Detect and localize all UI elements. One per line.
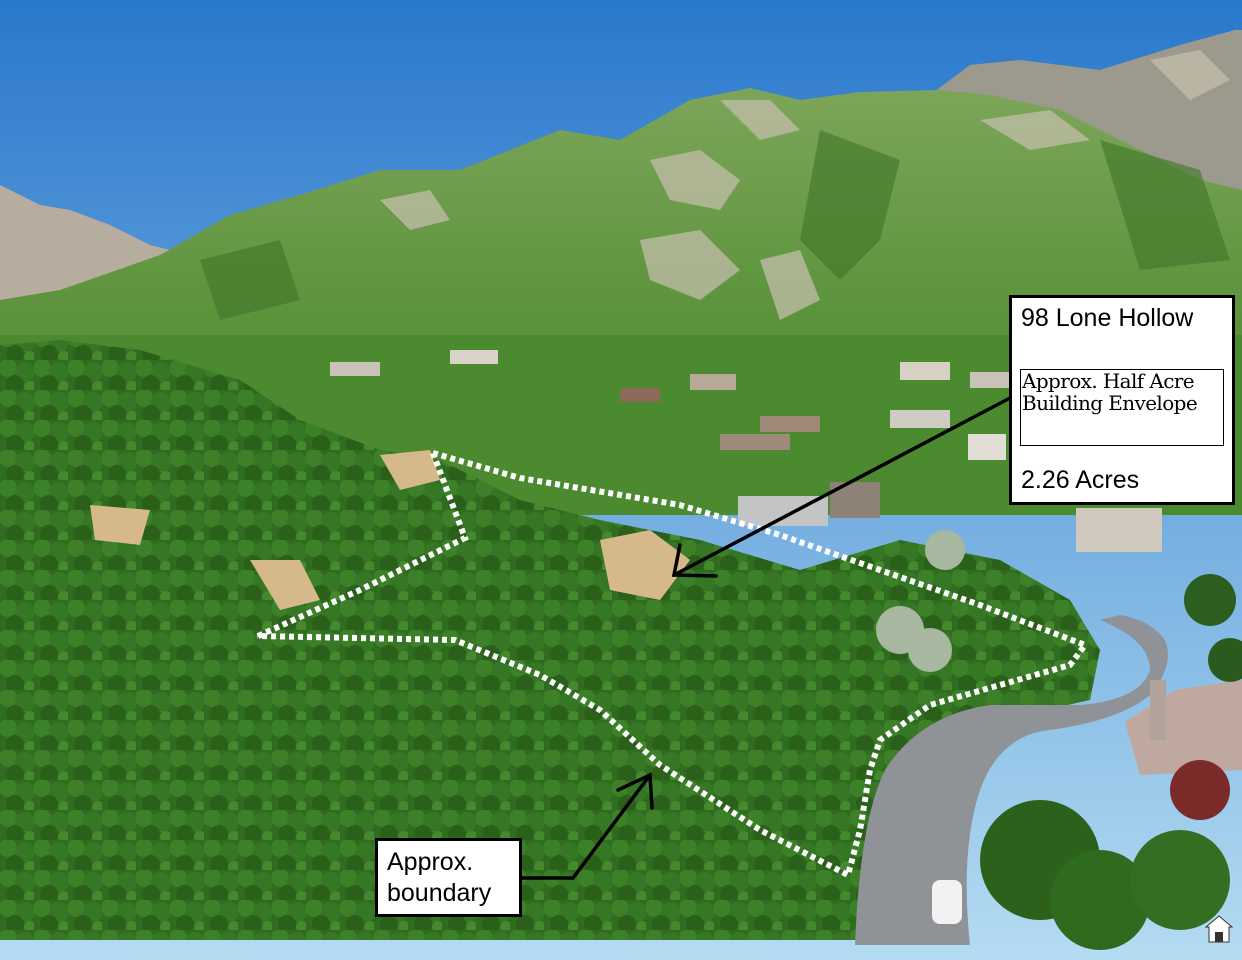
arrow-to-boundary — [520, 772, 654, 880]
boundary-callout: Approx. boundary — [375, 838, 522, 917]
property-address: 98 Lone Hollow — [1021, 304, 1194, 332]
road — [855, 615, 1168, 945]
arrow-to-envelope — [671, 396, 1012, 578]
boundary-line-2: boundary — [387, 879, 492, 907]
property-info-callout: 98 Lone Hollow Approx. Half Acre Buildin… — [1009, 295, 1235, 505]
dirt-clearings — [90, 450, 690, 610]
building-envelope-label: Approx. Half Acre Building Envelope — [1020, 369, 1224, 446]
hillside-forest — [0, 340, 1100, 940]
boundary-line-1: Approx. — [387, 848, 474, 876]
right-houses — [1125, 680, 1242, 775]
right-trees — [980, 574, 1242, 950]
parked-car — [932, 880, 962, 924]
house-logo-icon — [1204, 915, 1234, 943]
envelope-line-1: Approx. Half Acre — [1022, 369, 1195, 393]
rock-patches — [380, 50, 1230, 320]
property-boundary-line — [256, 450, 1090, 880]
boundary-label: Approx. boundary — [387, 847, 491, 909]
dark-ridges — [200, 130, 1230, 320]
envelope-line-2: Building Envelope — [1022, 391, 1198, 415]
acreage-label: 2.26 Acres — [1021, 466, 1140, 494]
pale-trees — [876, 530, 965, 672]
